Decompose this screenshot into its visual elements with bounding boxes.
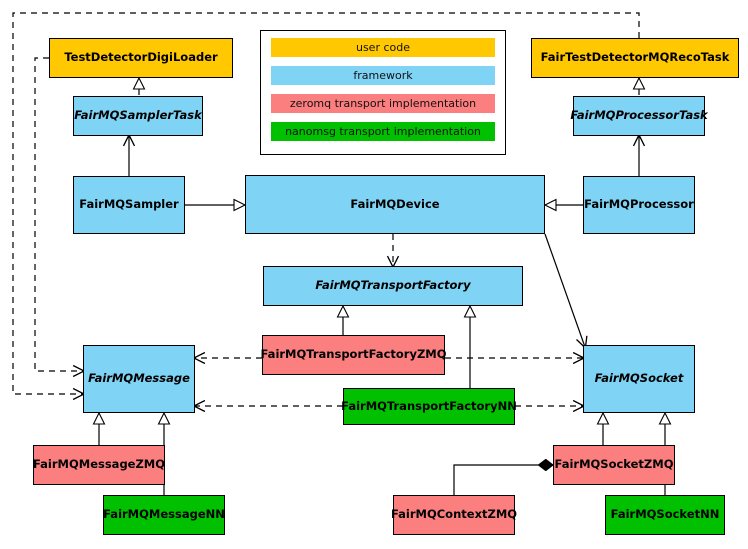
class-label: FairTestDetectorMQRecoTask [540,50,730,65]
class-label: FairMQMessageZMQ [32,457,166,472]
class-node-fairmqsampler[interactable]: FairMQSampler [73,176,185,234]
class-label: FairMQTransportFactoryNN [341,398,517,413]
legend-item-nanomsg: nanomsg transport implementation [271,122,495,141]
class-label: FairMQMessageNN [103,507,225,522]
legend-item-framework: framework [271,66,495,85]
class-node-fairmqsocket[interactable]: FairMQSocket [583,345,695,413]
legend-item-user-code: user code [271,38,495,57]
class-label: TestDetectorDigiLoader [64,50,218,65]
class-label: FairMQTransportFactoryZMQ [260,347,447,362]
class-label: FairMQSampler [79,197,179,212]
class-label: FairMQTransportFactory [315,278,471,293]
legend-item-zeromq: zeromq transport implementation [271,94,495,113]
edge-device-socket [544,233,585,347]
class-label: FairMQSocket [594,371,684,386]
class-label: FairMQMessage [88,371,190,386]
class-node-fairmqprocessor[interactable]: FairMQProcessor [583,176,695,234]
class-node-fairmqmessagenn[interactable]: FairMQMessageNN [103,495,225,535]
class-label: FairMQContextZMQ [390,507,518,522]
class-label: FairMQDevice [350,196,440,211]
legend-label: zeromq transport implementation [289,97,477,110]
class-node-fairmqprocessortask[interactable]: FairMQProcessorTask [570,96,708,136]
class-node-testdetectordigiloader[interactable]: TestDetectorDigiLoader [49,38,233,78]
class-node-fairmqtransportfactoryzmq[interactable]: FairMQTransportFactoryZMQ [260,335,447,375]
edge-contextzmq-socketzmq [453,465,553,495]
class-node-fairtestdetectormqrecotask[interactable]: FairTestDetectorMQRecoTask [531,38,739,78]
edge-recotask-message [12,12,640,394]
edge-digiloader-message [34,57,83,371]
class-node-fairmqmessagezmq[interactable]: FairMQMessageZMQ [33,445,165,485]
class-node-fairmqsocketzmq[interactable]: FairMQSocketZMQ [553,445,675,485]
class-node-fairmqtransportfactorynn[interactable]: FairMQTransportFactoryNN [341,388,517,425]
class-label: FairMQSocketZMQ [554,457,674,472]
class-label: FairMQSamplerTask [74,108,202,123]
legend: user code framework zeromq transport imp… [260,30,506,155]
class-node-fairmqtransportfactory[interactable]: FairMQTransportFactory [263,266,523,306]
class-node-fairmqsamplertask[interactable]: FairMQSamplerTask [73,96,203,136]
legend-label: user code [355,41,411,54]
class-label: FairMQProcessorTask [570,108,708,123]
class-node-fairmqmessage[interactable]: FairMQMessage [83,345,195,413]
class-node-fairmqcontextzmq[interactable]: FairMQContextZMQ [390,495,518,535]
class-node-fairmqdevice[interactable]: FairMQDevice [245,175,545,234]
legend-label: nanomsg transport implementation [285,125,481,138]
legend-label: framework [353,69,413,82]
class-label: FairMQSocketNN [610,507,720,522]
class-node-fairmqsocketnn[interactable]: FairMQSocketNN [605,495,725,535]
class-label: FairMQProcessor [584,197,694,212]
